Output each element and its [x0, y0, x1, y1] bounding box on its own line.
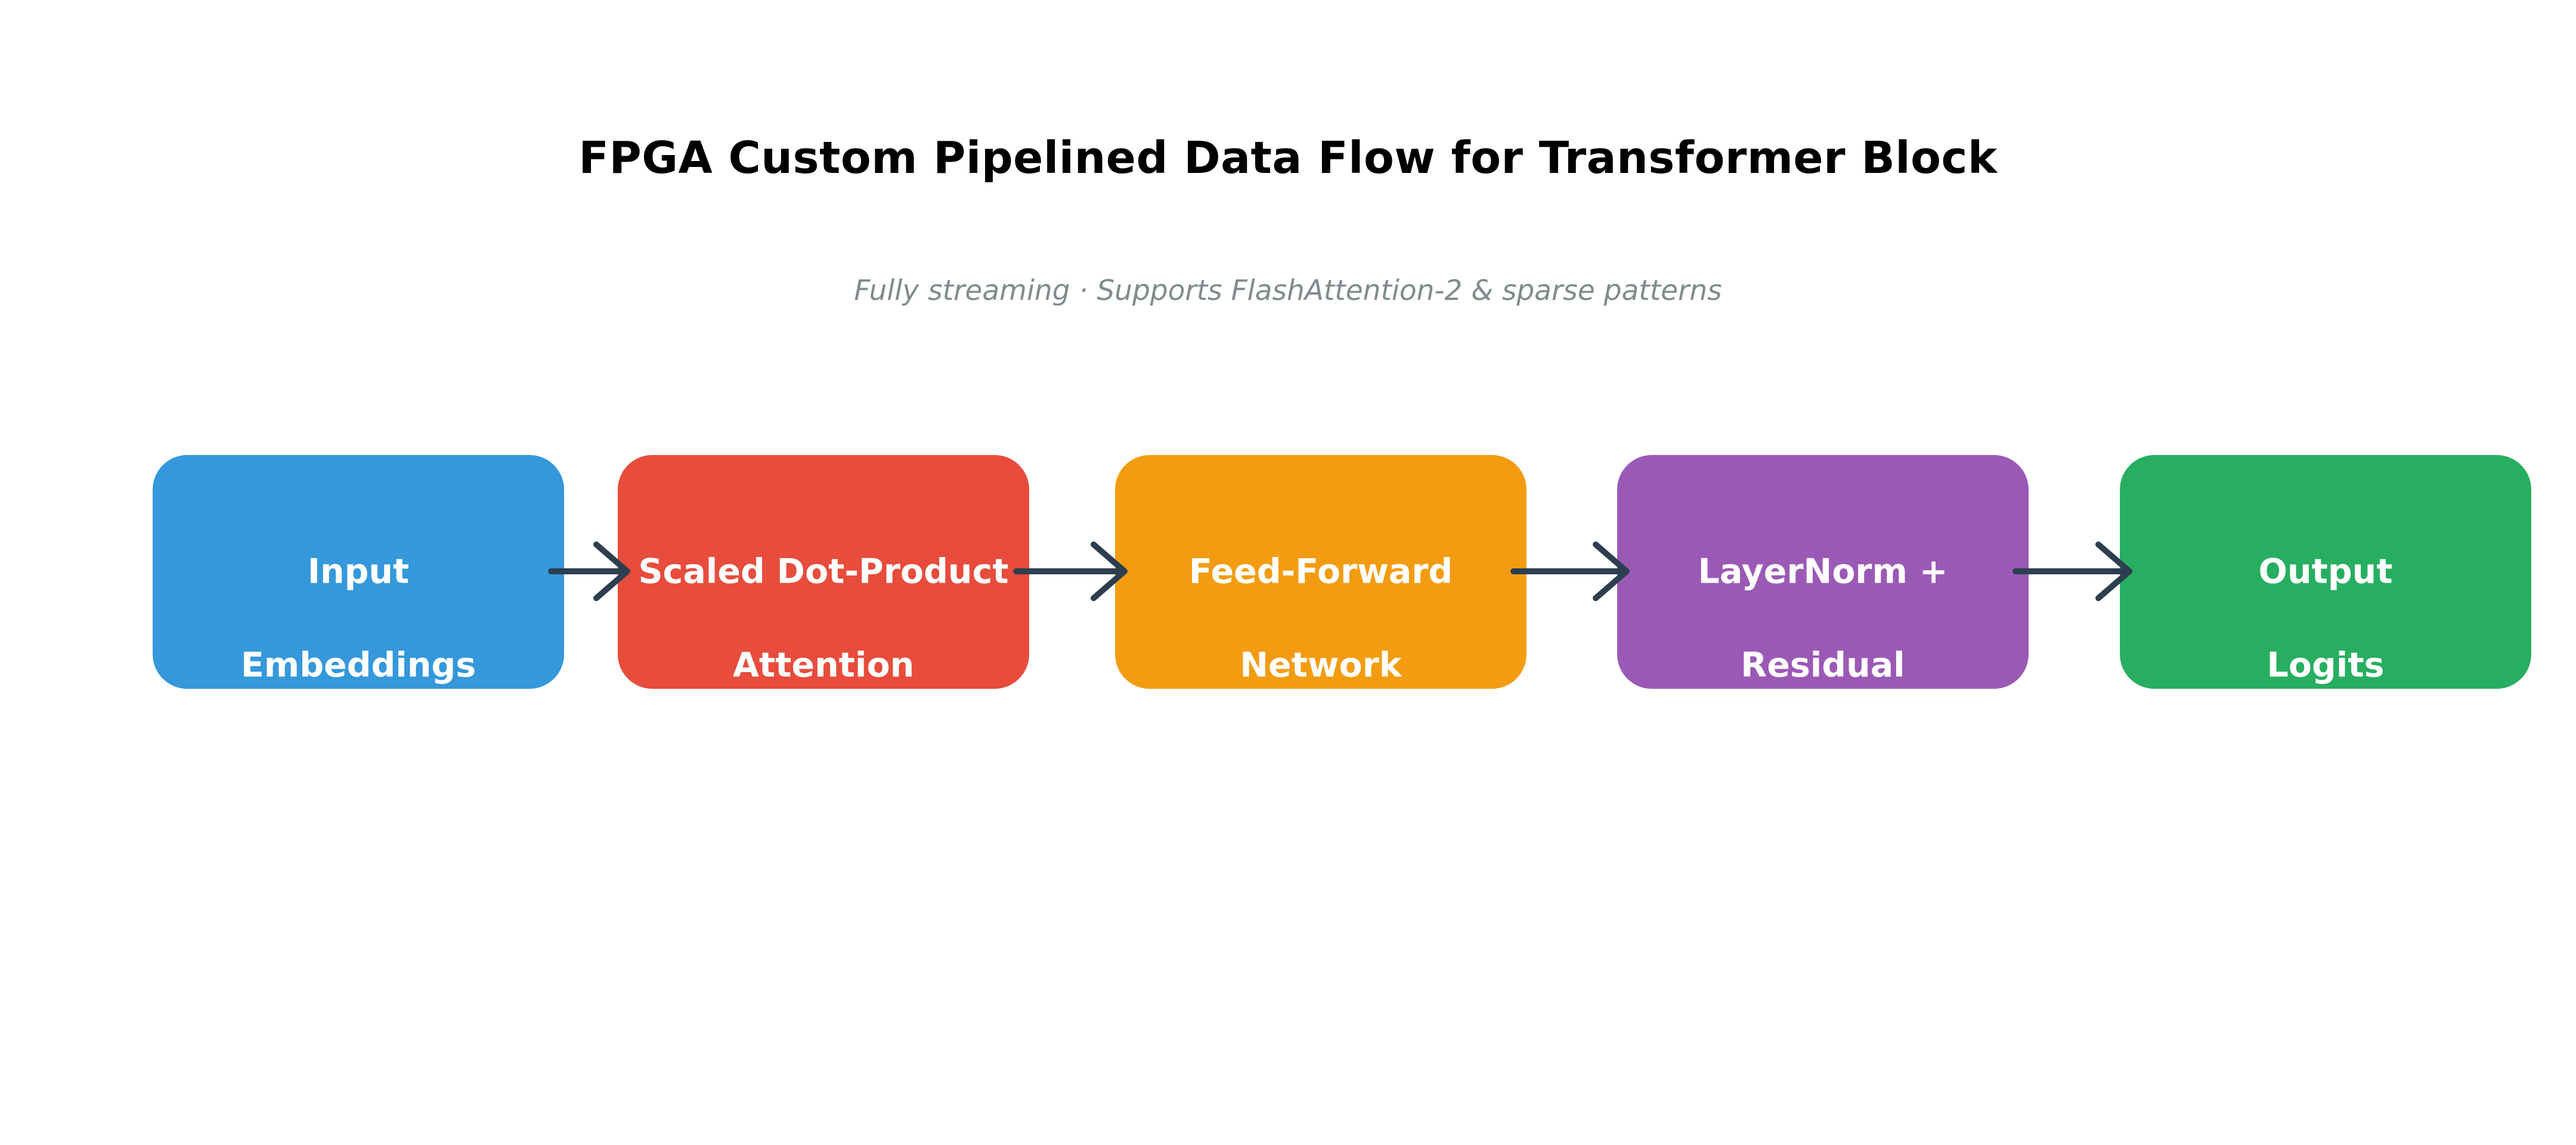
stage-layernorm-residual: LayerNorm + Residual — [1617, 455, 2029, 689]
stage-label-line1: LayerNorm + — [1698, 552, 1948, 592]
stage-scaled-dot-product-attention: Scaled Dot-Product Attention — [618, 455, 1029, 689]
stage-input-embeddings: Input Embeddings — [153, 455, 564, 689]
stage-label-line1: Scaled Dot-Product — [638, 552, 1009, 592]
stage-label-line2: Network — [1240, 645, 1402, 685]
flow-arrow-icon — [1510, 541, 1630, 601]
stage-label-line2: Embeddings — [240, 645, 476, 685]
stage-label-line1: Output — [2258, 552, 2393, 592]
diagram-title: FPGA Custom Pipelined Data Flow for Tran… — [578, 132, 1998, 184]
diagram-subtitle: Fully streaming · Supports FlashAttentio… — [854, 274, 1722, 307]
stage-feed-forward-network: Feed-Forward Network — [1115, 455, 1527, 689]
stage-label-line2: Logits — [2267, 645, 2385, 685]
stage-label-line2: Residual — [1741, 645, 1905, 685]
stage-label-line2: Attention — [732, 645, 915, 685]
stage-output-logits: Output Logits — [2120, 455, 2531, 689]
flow-arrow-icon — [2012, 541, 2132, 601]
stage-label-line1: Feed-Forward — [1188, 552, 1453, 592]
stage-label-line1: Input — [307, 552, 410, 592]
flow-arrow-icon — [1013, 541, 1128, 601]
flow-arrow-icon — [548, 541, 630, 601]
